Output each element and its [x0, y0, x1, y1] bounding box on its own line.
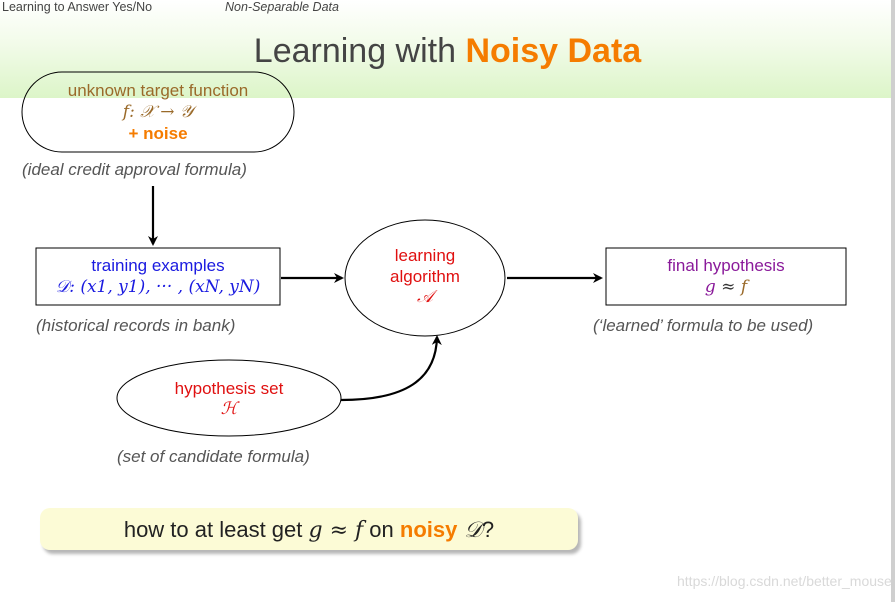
algorithm-label-1: learning: [394, 246, 456, 265]
question-d: 𝒟: [457, 518, 482, 543]
final-hypothesis-node: final hypothesis g ≈ f: [606, 255, 846, 298]
hypset-symbol: ℋ: [220, 399, 238, 419]
slide-edge-bar: [891, 0, 895, 602]
target-label: unknown target function: [67, 81, 249, 100]
final-label: final hypothesis: [667, 256, 785, 275]
target-noise: + noise: [128, 124, 188, 143]
question-pre: how to at least get: [123, 517, 309, 542]
training-set: : (x1, y1), ··· , (xN, yN): [69, 277, 261, 297]
training-node-border: [35, 247, 281, 306]
question-approx: ≈: [322, 518, 356, 543]
question-g: g: [308, 518, 323, 543]
slide-title: Learning with Noisy Data: [0, 32, 895, 71]
training-caption: (historical records in bank): [36, 316, 236, 335]
final-formula: g ≈ f: [606, 276, 846, 298]
target-f: f: [122, 102, 130, 122]
target-function-node: unknown target function f: 𝒳 → 𝒴 + noise: [22, 80, 294, 144]
hypset-label: hypothesis set: [174, 379, 284, 398]
target-node-border: [21, 71, 295, 153]
final-caption: (‘learned’ formula to be used): [593, 316, 814, 335]
hypset-caption: (set of candidate formula): [117, 447, 310, 466]
question-on: on: [363, 517, 400, 542]
header-subsection: Non-Separable Data: [225, 0, 339, 14]
title-prefix: Learning with: [253, 32, 466, 70]
training-formula: 𝒟: (x1, y1), ··· , (xN, yN): [36, 276, 280, 298]
algorithm-label-2: algorithm: [390, 267, 460, 286]
target-formula: f: 𝒳 → 𝒴: [22, 101, 294, 123]
title-highlight: Noisy Data: [465, 32, 642, 70]
target-mapping: : 𝒳 → 𝒴: [129, 102, 194, 122]
algorithm-symbol: 𝒜: [416, 287, 434, 307]
learning-algorithm-node: learning algorithm 𝒜: [345, 245, 505, 308]
question-end: ?: [481, 517, 495, 542]
final-f: f: [740, 277, 748, 297]
question-noisy: noisy: [399, 517, 458, 542]
training-d: 𝒟: [55, 277, 70, 297]
algorithm-node-border: [344, 219, 506, 337]
hypset-node-border: [116, 359, 342, 437]
question-box: how to at least get g ≈ f on noisy 𝒟?: [40, 508, 578, 550]
watermark: https://blog.csdn.net/better_mouse: [677, 573, 892, 589]
final-node-border: [605, 247, 847, 306]
header-section: Learning to Answer Yes/No: [2, 0, 153, 14]
final-approx: ≈: [715, 277, 741, 297]
hypothesis-set-node: hypothesis set ℋ: [117, 378, 341, 420]
final-g: g: [704, 277, 716, 297]
target-caption: (ideal credit approval formula): [22, 160, 247, 179]
arrow-hypset-to-algorithm: [340, 335, 442, 402]
training-label: training examples: [91, 256, 225, 275]
title-band: [0, 0, 895, 98]
training-examples-node: training examples 𝒟: (x1, y1), ··· , (xN…: [36, 255, 280, 298]
question-f: f: [355, 518, 364, 543]
question-text: how to at least get g ≈ f on noisy 𝒟?: [40, 517, 578, 543]
